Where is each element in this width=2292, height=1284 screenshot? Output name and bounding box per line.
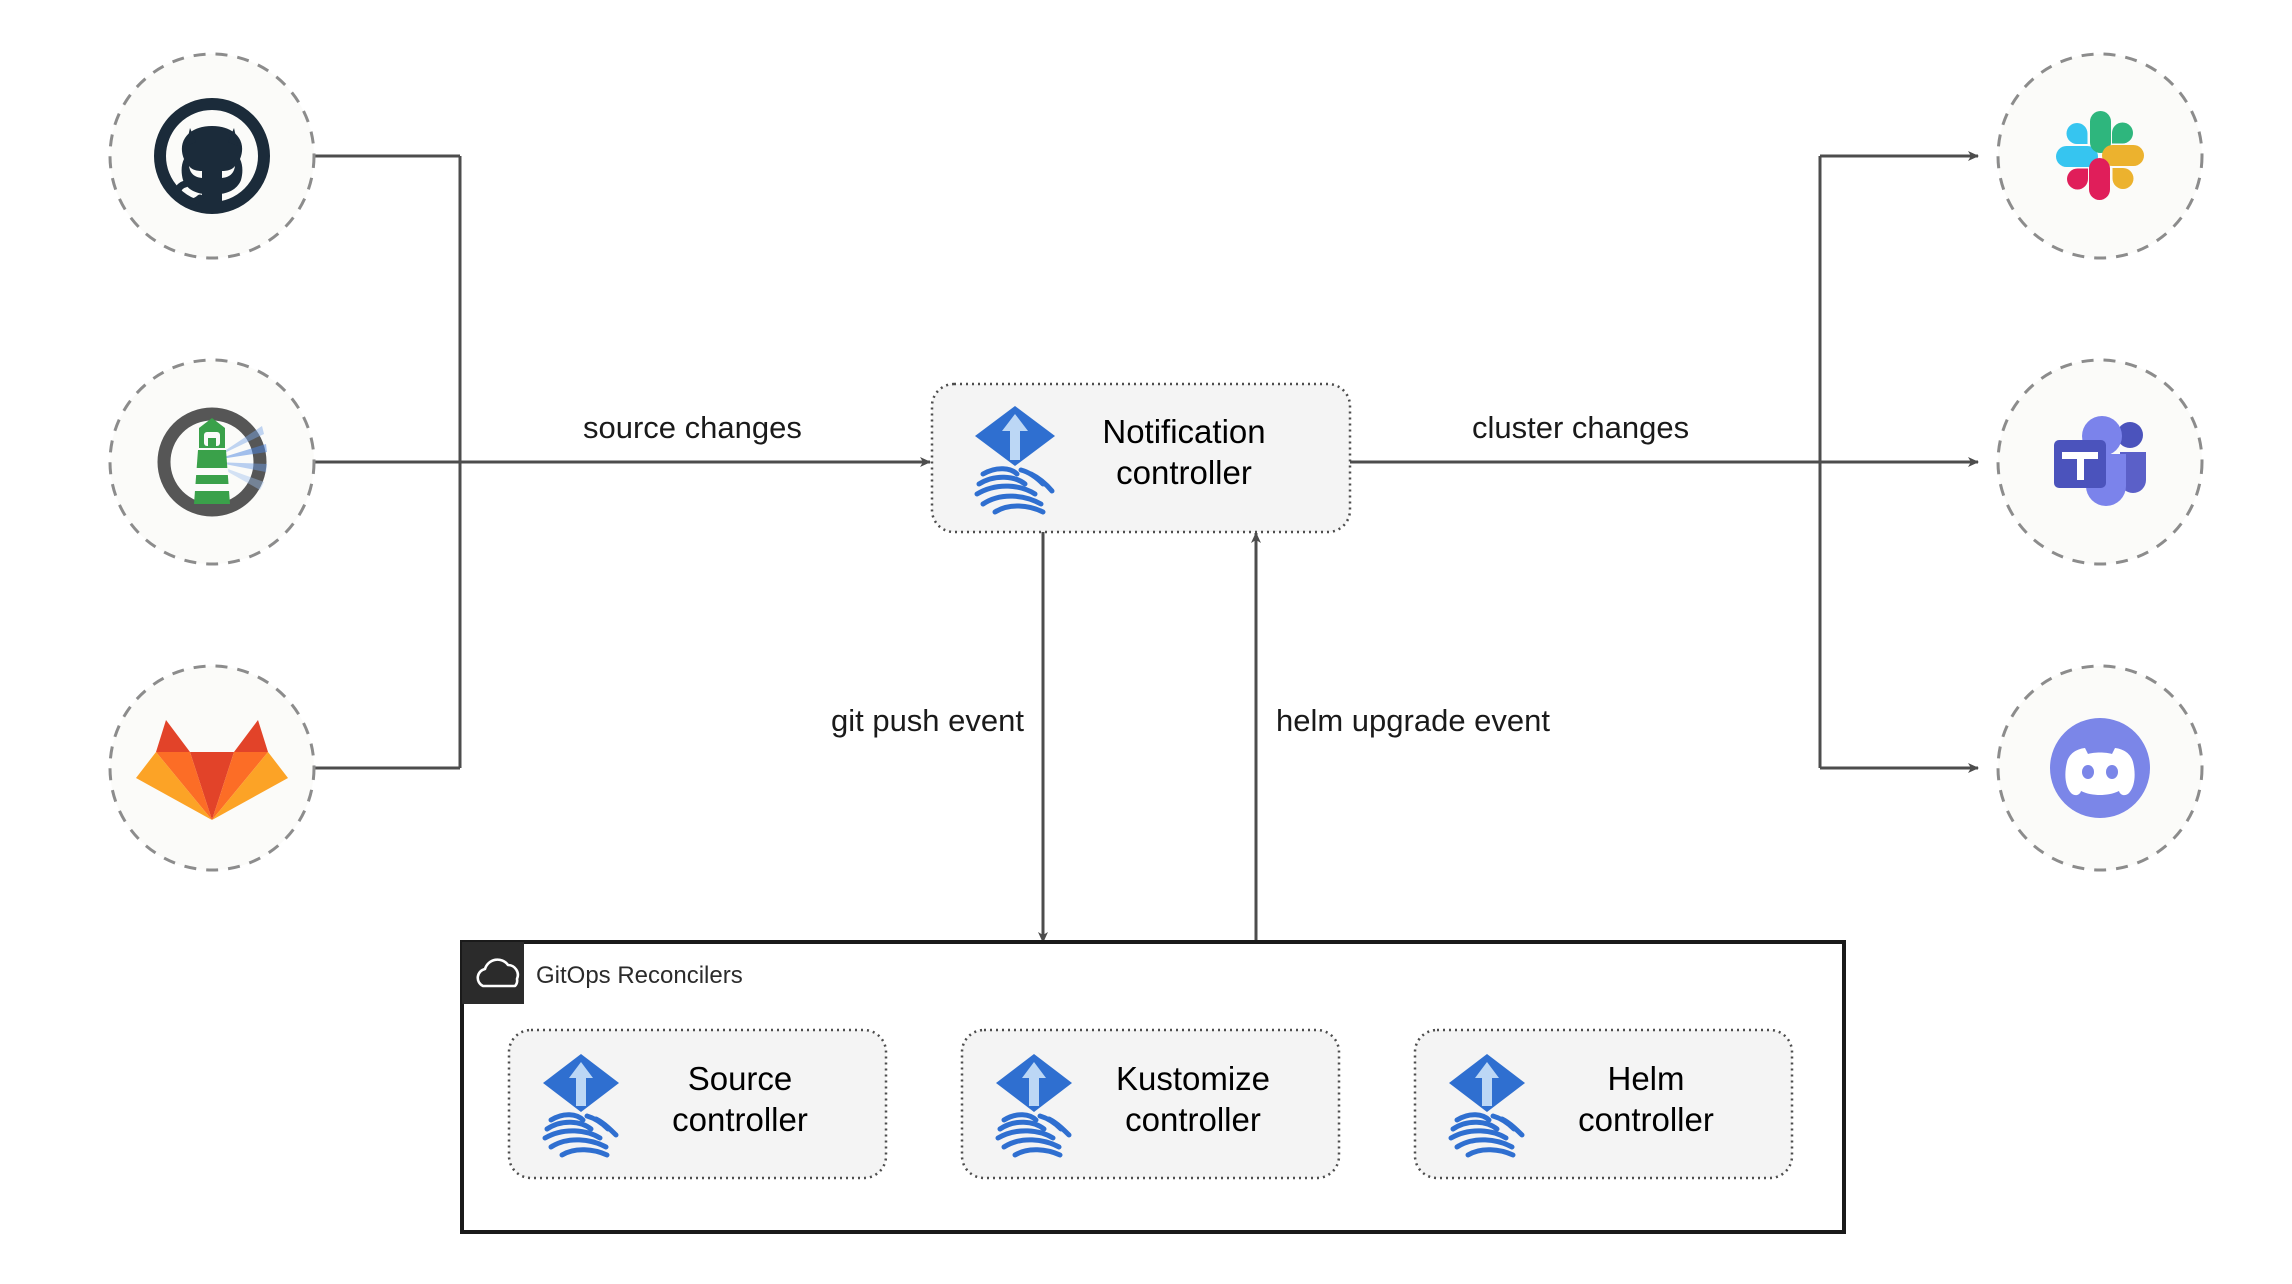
flux-controller-icon bbox=[995, 1054, 1072, 1158]
helm-controller-label-line1: Helm bbox=[1607, 1060, 1684, 1097]
container-icon-tab bbox=[462, 942, 524, 1004]
source-node-github[interactable] bbox=[108, 52, 316, 260]
cloud-icon bbox=[476, 958, 520, 988]
source-node-fluxcd[interactable] bbox=[108, 358, 316, 566]
kustomize-controller-label-line2: controller bbox=[1125, 1101, 1261, 1138]
edge-label-git-push-event: git push event bbox=[831, 703, 1024, 738]
edge-label-helm-upgrade-event: helm upgrade event bbox=[1276, 703, 1550, 738]
destination-node-discord[interactable] bbox=[1996, 664, 2204, 872]
fluxcd-lighthouse-icon bbox=[157, 407, 267, 517]
edge-label-cluster-changes: cluster changes bbox=[1472, 410, 1689, 445]
helm-controller-box bbox=[1413, 1028, 1794, 1180]
github-icon bbox=[154, 98, 270, 214]
helm-controller-node[interactable]: Helm controller bbox=[1413, 1028, 1794, 1180]
notification-controller-node[interactable]: Notification controller bbox=[930, 382, 1352, 534]
flux-controller-icon bbox=[1448, 1054, 1525, 1158]
source-controller-label-line1: Source bbox=[688, 1060, 793, 1097]
microsoft-teams-icon bbox=[2054, 416, 2146, 506]
flux-controller-icon bbox=[542, 1054, 619, 1158]
slack-node-circle bbox=[1996, 52, 2204, 260]
source-controller-label-line2: controller bbox=[672, 1101, 808, 1138]
notification-controller-label-line2: controller bbox=[1116, 454, 1252, 491]
edge-label-source-changes: source changes bbox=[583, 410, 802, 445]
destination-node-slack[interactable] bbox=[1996, 52, 2204, 260]
gitlab-icon bbox=[136, 720, 288, 820]
helm-controller-label-line2: controller bbox=[1578, 1101, 1714, 1138]
discord-icon bbox=[2050, 718, 2150, 818]
kustomize-controller-node[interactable]: Kustomize controller bbox=[960, 1028, 1341, 1180]
source-controller-node[interactable]: Source controller bbox=[507, 1028, 888, 1180]
kustomize-controller-label-line1: Kustomize bbox=[1116, 1060, 1270, 1097]
destination-node-teams[interactable] bbox=[1996, 358, 2204, 566]
notification-controller-label-line1: Notification bbox=[1102, 413, 1265, 450]
flux-controller-icon bbox=[974, 406, 1055, 515]
source-controller-box bbox=[507, 1028, 888, 1180]
source-node-gitlab[interactable] bbox=[108, 664, 316, 872]
slack-icon bbox=[2056, 111, 2144, 200]
container-title: GitOps Reconcilers bbox=[536, 962, 743, 989]
kustomize-controller-box bbox=[960, 1028, 1341, 1180]
